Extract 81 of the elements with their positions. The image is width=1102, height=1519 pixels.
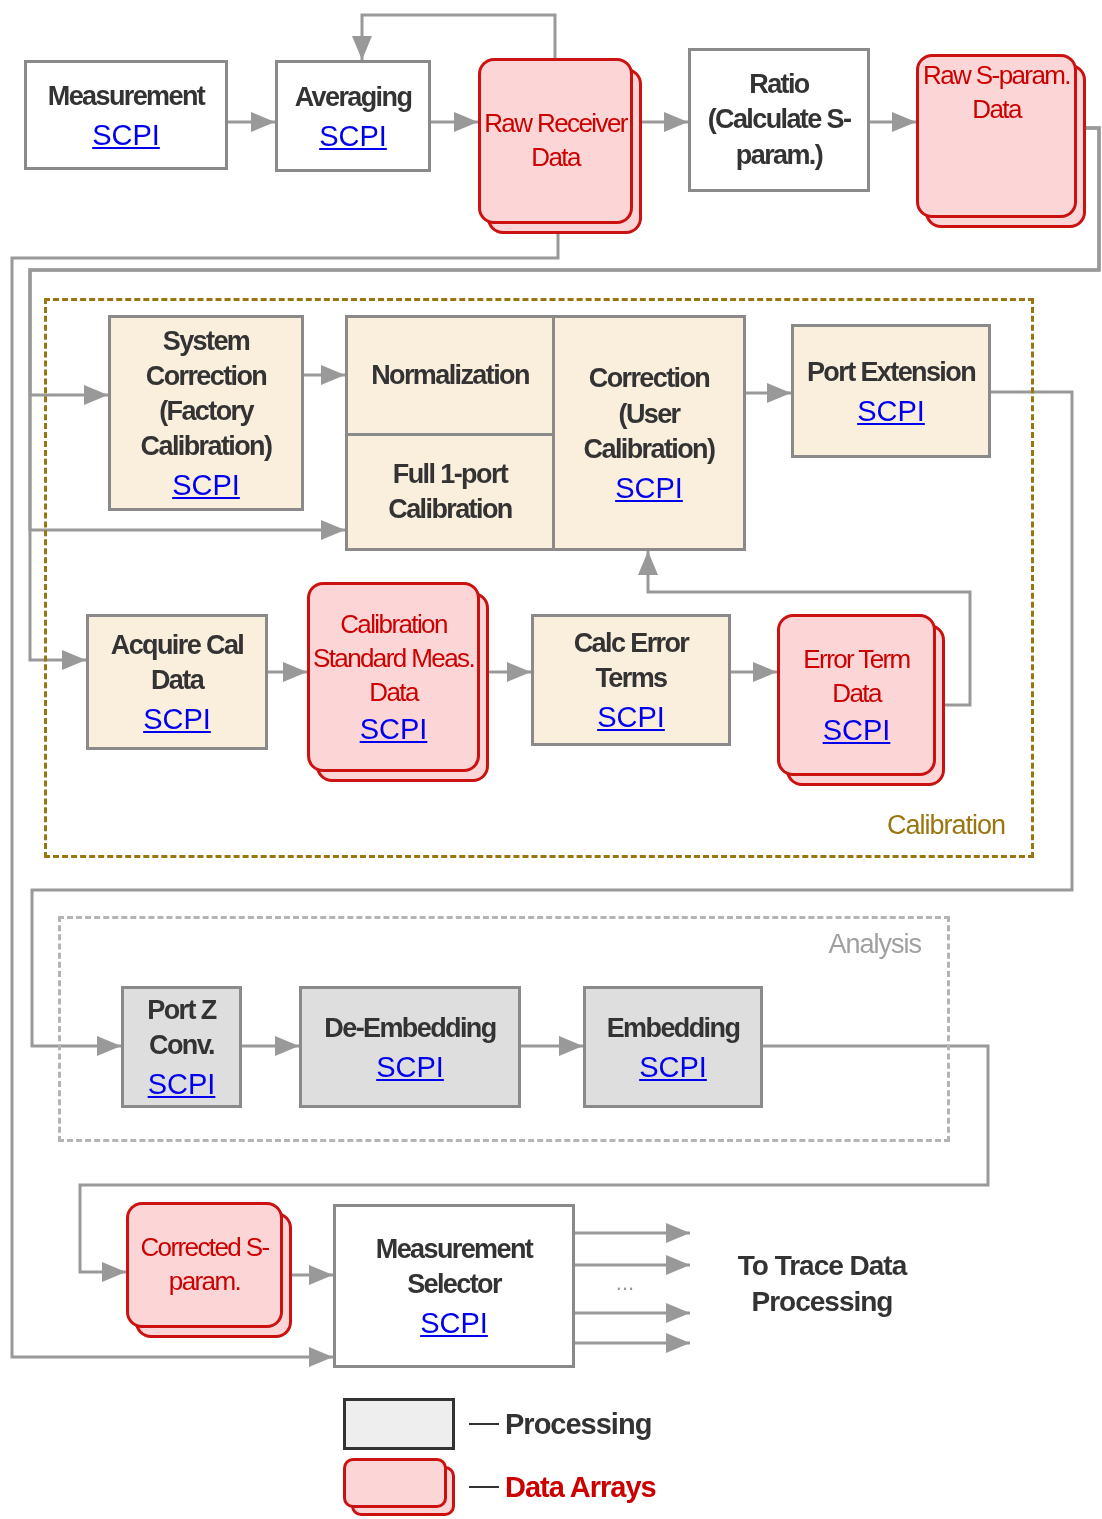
- group-title: Analysis: [828, 929, 921, 960]
- scpi-link: SCPI: [147, 1069, 216, 1102]
- scpi-link: SCPI: [143, 704, 211, 737]
- process-box: [552, 315, 746, 551]
- arrow: [575, 1333, 690, 1353]
- arrow: [489, 662, 531, 682]
- data-array-stack: [916, 54, 1086, 228]
- process-box: [24, 60, 228, 170]
- scpi-link: SCPI: [172, 470, 240, 503]
- data-array-stack: [126, 1202, 292, 1338]
- arrow: [638, 551, 972, 707]
- data-array-stack: [478, 58, 642, 234]
- data-array-title: Raw Receiver Data: [483, 107, 628, 174]
- block-title: Acquire Cal Data: [109, 628, 245, 698]
- arrow: [268, 662, 307, 682]
- arrow: [292, 1265, 333, 1285]
- scpi-link: SCPI: [857, 395, 925, 428]
- block-title: Port Z Conv.: [146, 993, 218, 1063]
- arrow: [521, 1036, 583, 1056]
- group-frame: [58, 916, 950, 1142]
- legend-text: Data Arrays: [505, 1470, 656, 1504]
- data-array-stack: [307, 582, 489, 782]
- block-title: Averaging: [294, 80, 412, 114]
- process-box: [345, 315, 555, 436]
- block-title: Measurement Selector: [374, 1232, 534, 1302]
- process-box: [275, 60, 431, 172]
- arrow: [575, 1303, 690, 1323]
- arrow: [242, 1036, 299, 1056]
- scpi-link: SCPI: [822, 714, 891, 747]
- block-title: De-Embedding: [324, 1011, 496, 1045]
- scpi-link: SCPI: [319, 120, 387, 153]
- arrow: [28, 126, 1101, 670]
- data-array-stack: [777, 614, 945, 786]
- output-note: To Trace Data Processing: [736, 1249, 908, 1320]
- process-box: [121, 986, 242, 1108]
- process-box: [333, 1204, 575, 1368]
- ellipsis-mark: ...: [614, 1270, 636, 1296]
- arrow: [78, 1044, 990, 1282]
- block-title: Full 1-port Calibration: [387, 457, 513, 526]
- scpi-link: SCPI: [359, 713, 428, 746]
- data-array-title: Raw S-param. Data: [922, 59, 1071, 126]
- scpi-link: SCPI: [615, 472, 683, 505]
- data-array-title: Error Term Data: [802, 643, 911, 711]
- scpi-link: SCPI: [92, 119, 160, 152]
- scpi-link: SCPI: [639, 1051, 707, 1084]
- block-title: Ratio (Calculate S-param.): [706, 68, 852, 172]
- process-box: [583, 986, 763, 1108]
- arrow: [575, 1223, 690, 1243]
- data-array-title: Corrected S-param.: [139, 1231, 270, 1298]
- block-title: Measurement: [47, 79, 205, 113]
- block-title: Port Extension: [806, 355, 976, 389]
- block-title: System Correction (Factory Calibration): [139, 324, 273, 464]
- group-title: Calibration: [886, 810, 1005, 841]
- block-title: Normalization: [371, 358, 529, 392]
- arrow: [352, 13, 557, 60]
- arrow: [228, 112, 275, 132]
- process-box: [299, 986, 521, 1108]
- block-title: Correction (User Calibration): [582, 362, 716, 466]
- scpi-link: SCPI: [597, 702, 665, 735]
- process-box: [791, 324, 991, 458]
- process-box: [345, 433, 555, 551]
- process-box: [86, 614, 268, 750]
- process-box: [531, 614, 731, 746]
- arrow: [575, 1255, 690, 1275]
- arrow: [870, 112, 916, 132]
- block-title: Embedding: [606, 1011, 740, 1045]
- block-title: Calc Error Terms: [572, 626, 690, 696]
- arrow: [10, 234, 560, 1367]
- scpi-link: SCPI: [376, 1051, 444, 1084]
- arrow: [642, 112, 688, 132]
- arrow: [431, 112, 478, 132]
- scpi-link: SCPI: [420, 1308, 488, 1341]
- arrow: [30, 390, 1074, 1056]
- legend-text: Processing: [505, 1407, 652, 1441]
- process-box: [108, 315, 304, 511]
- arrow: [304, 365, 345, 385]
- arrow: [746, 383, 791, 403]
- arrow: [731, 662, 777, 682]
- process-box: [688, 48, 870, 192]
- group-frame: [44, 298, 1034, 858]
- data-array-title: Calibration Standard Meas. Data: [312, 608, 475, 709]
